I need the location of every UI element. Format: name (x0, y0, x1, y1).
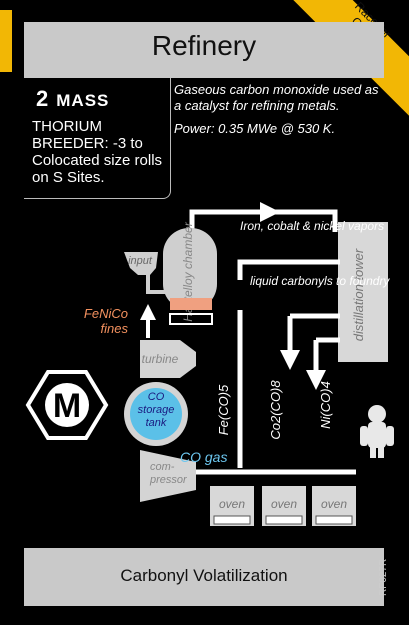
m-badge-circle (45, 383, 89, 427)
co-gas-label: CO gas (180, 449, 227, 465)
power-line: Power: 0.35 MWe @ 530 K. (174, 121, 336, 136)
compressor (140, 450, 196, 502)
vapors-label: Iron, cobalt & nickel vapors (240, 219, 384, 233)
fines-line-1: FeNiCo (84, 306, 128, 321)
oven-2-label: oven (271, 497, 297, 511)
card-edge-tab (0, 10, 12, 72)
input-label: input (128, 255, 153, 267)
card-code: RF027R (378, 558, 389, 596)
liquid-pipe (237, 259, 340, 280)
vapor-pipe-to-tower (270, 209, 338, 232)
heater-grid (169, 313, 213, 325)
fe-label: Fe(CO)5 (216, 384, 231, 435)
fines-bed (170, 298, 212, 310)
card-title: Refinery (151, 30, 257, 61)
chamber-label: Hastelloy chamber (181, 221, 195, 321)
astronaut-icon (360, 405, 394, 458)
bottom-title: Carbonyl Volatilization (120, 566, 288, 585)
bottom-bar (24, 548, 384, 606)
oven-1: oven (210, 486, 254, 526)
hastelloy-chamber (163, 228, 217, 310)
oven-2: oven (262, 486, 306, 526)
mass-box (24, 78, 171, 199)
mass-value: 2 (36, 86, 49, 111)
card-description: Gaseous carbon monoxide used as a cataly… (174, 82, 379, 113)
tower-label: distillation tower (351, 248, 366, 341)
distillation-tower (338, 222, 388, 362)
mass-label: MASS (56, 91, 110, 110)
oven-1-label: oven (219, 497, 245, 511)
mass-stat: 2 MASS (36, 86, 109, 112)
co-storage-tank (130, 388, 182, 440)
compressor-label: com-pressor (149, 461, 188, 486)
ni-label: Ni(CO)4 (318, 381, 333, 429)
oven-3-label: oven (321, 497, 347, 511)
vapors-text: Iron, cobalt & nickel vapors (240, 219, 384, 233)
input-hopper (124, 252, 158, 275)
m-badge-letter: M (53, 387, 81, 425)
liquid-label: liquid carbonyls to foundry (250, 274, 390, 288)
turbine (140, 340, 196, 378)
input-feed (146, 275, 166, 294)
turbine-label: turbine (142, 352, 179, 366)
mass-rule-text: THORIUM BREEDER: -3 to Colocated size ro… (32, 118, 163, 186)
oven-3: oven (312, 486, 356, 526)
fines-line-2: fines (101, 321, 129, 336)
title-bar (24, 22, 384, 78)
co2-label: Co2(CO)8 (268, 380, 283, 440)
